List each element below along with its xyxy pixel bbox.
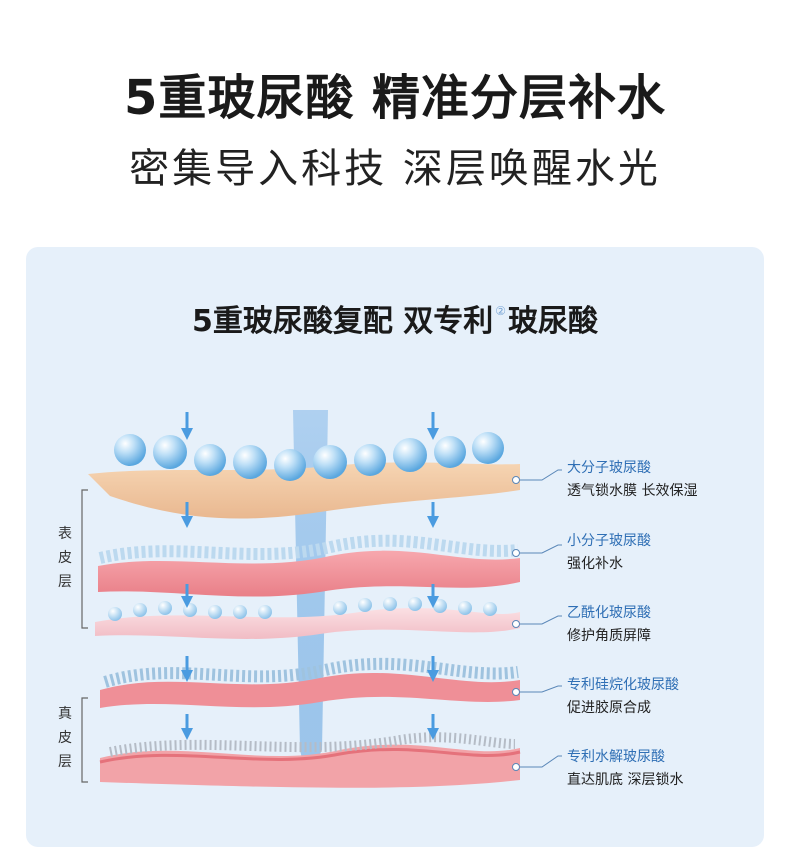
layer-epidermis-base: [95, 608, 520, 639]
card-title-end: 玻尿酸: [508, 304, 599, 339]
acetylated-bubbles: [108, 597, 497, 621]
connector-dots: [512, 476, 520, 771]
macromolecule-bubbles: [114, 432, 504, 481]
layer-epidermis-middle: [98, 534, 520, 597]
layer-1-title: 大分子玻尿酸: [567, 460, 651, 476]
layer-dermis-deep: [99, 732, 521, 788]
dermis-bracket: [81, 697, 88, 783]
epidermis-bracket: [81, 489, 88, 629]
layer-stratum-corneum: [88, 462, 520, 519]
subheadline: 密集导入科技 深层唤醒水光: [129, 146, 661, 192]
side-label-epidermis: 表皮层: [58, 526, 72, 590]
layer-1-desc: 透气锁水膜 长效保湿: [567, 483, 698, 499]
patent-mark: ②: [495, 304, 507, 318]
layer-5-desc: 直达肌底 深层锁水: [567, 772, 684, 788]
connector-lines: [516, 469, 562, 768]
layer-2-title: 小分子玻尿酸: [567, 533, 651, 549]
side-label-dermis: 真皮层: [58, 706, 72, 770]
layer-5-title: 专利水解玻尿酸: [567, 749, 665, 765]
headline: 5重玻尿酸 精准分层补水: [123, 70, 667, 126]
arrow-icons: [181, 412, 439, 740]
layer-3-desc: 修护角质屏障: [567, 628, 651, 644]
layer-dermis-upper: [100, 657, 520, 708]
layer-4-title: 专利硅烷化玻尿酸: [567, 677, 679, 693]
layer-4-desc: 促进胶原合成: [567, 700, 651, 716]
layer-3-title: 乙酰化玻尿酸: [567, 605, 651, 621]
layer-2-desc: 强化补水: [567, 556, 623, 572]
card-title-main: 5重玻尿酸复配 双专利: [191, 304, 494, 339]
